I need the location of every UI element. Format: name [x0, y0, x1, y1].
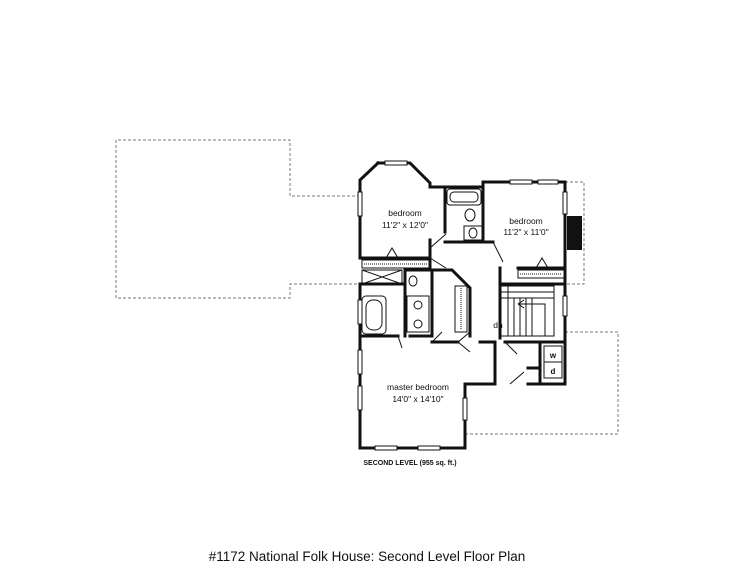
windows [357, 160, 568, 451]
room-size: 11'2" x 12'0" [382, 220, 428, 230]
stair-label: dn [493, 320, 503, 330]
room-size: 11'2" x 11'0" [503, 227, 548, 237]
room-name: master bedroom [387, 382, 449, 392]
roof-outline-right [465, 181, 619, 435]
room-size: 14'0" x 14'10" [392, 394, 443, 404]
staircase [499, 285, 555, 337]
interior-walls [358, 185, 567, 386]
plan-caption: #1172 National Folk House: Second Level … [208, 549, 526, 564]
level-label: SECOND LEVEL (955 sq. ft.) [363, 460, 456, 467]
room-name: bedroom [388, 208, 422, 218]
room-name: bedroom [509, 216, 543, 226]
closets [361, 259, 565, 333]
doors [385, 233, 549, 385]
laundry-appliances [543, 345, 563, 379]
chimney [567, 216, 582, 250]
bath-fixtures [361, 188, 483, 335]
dryer-label: d [551, 367, 556, 376]
washer-label: w [549, 351, 557, 360]
roof-outline-left [115, 139, 360, 299]
